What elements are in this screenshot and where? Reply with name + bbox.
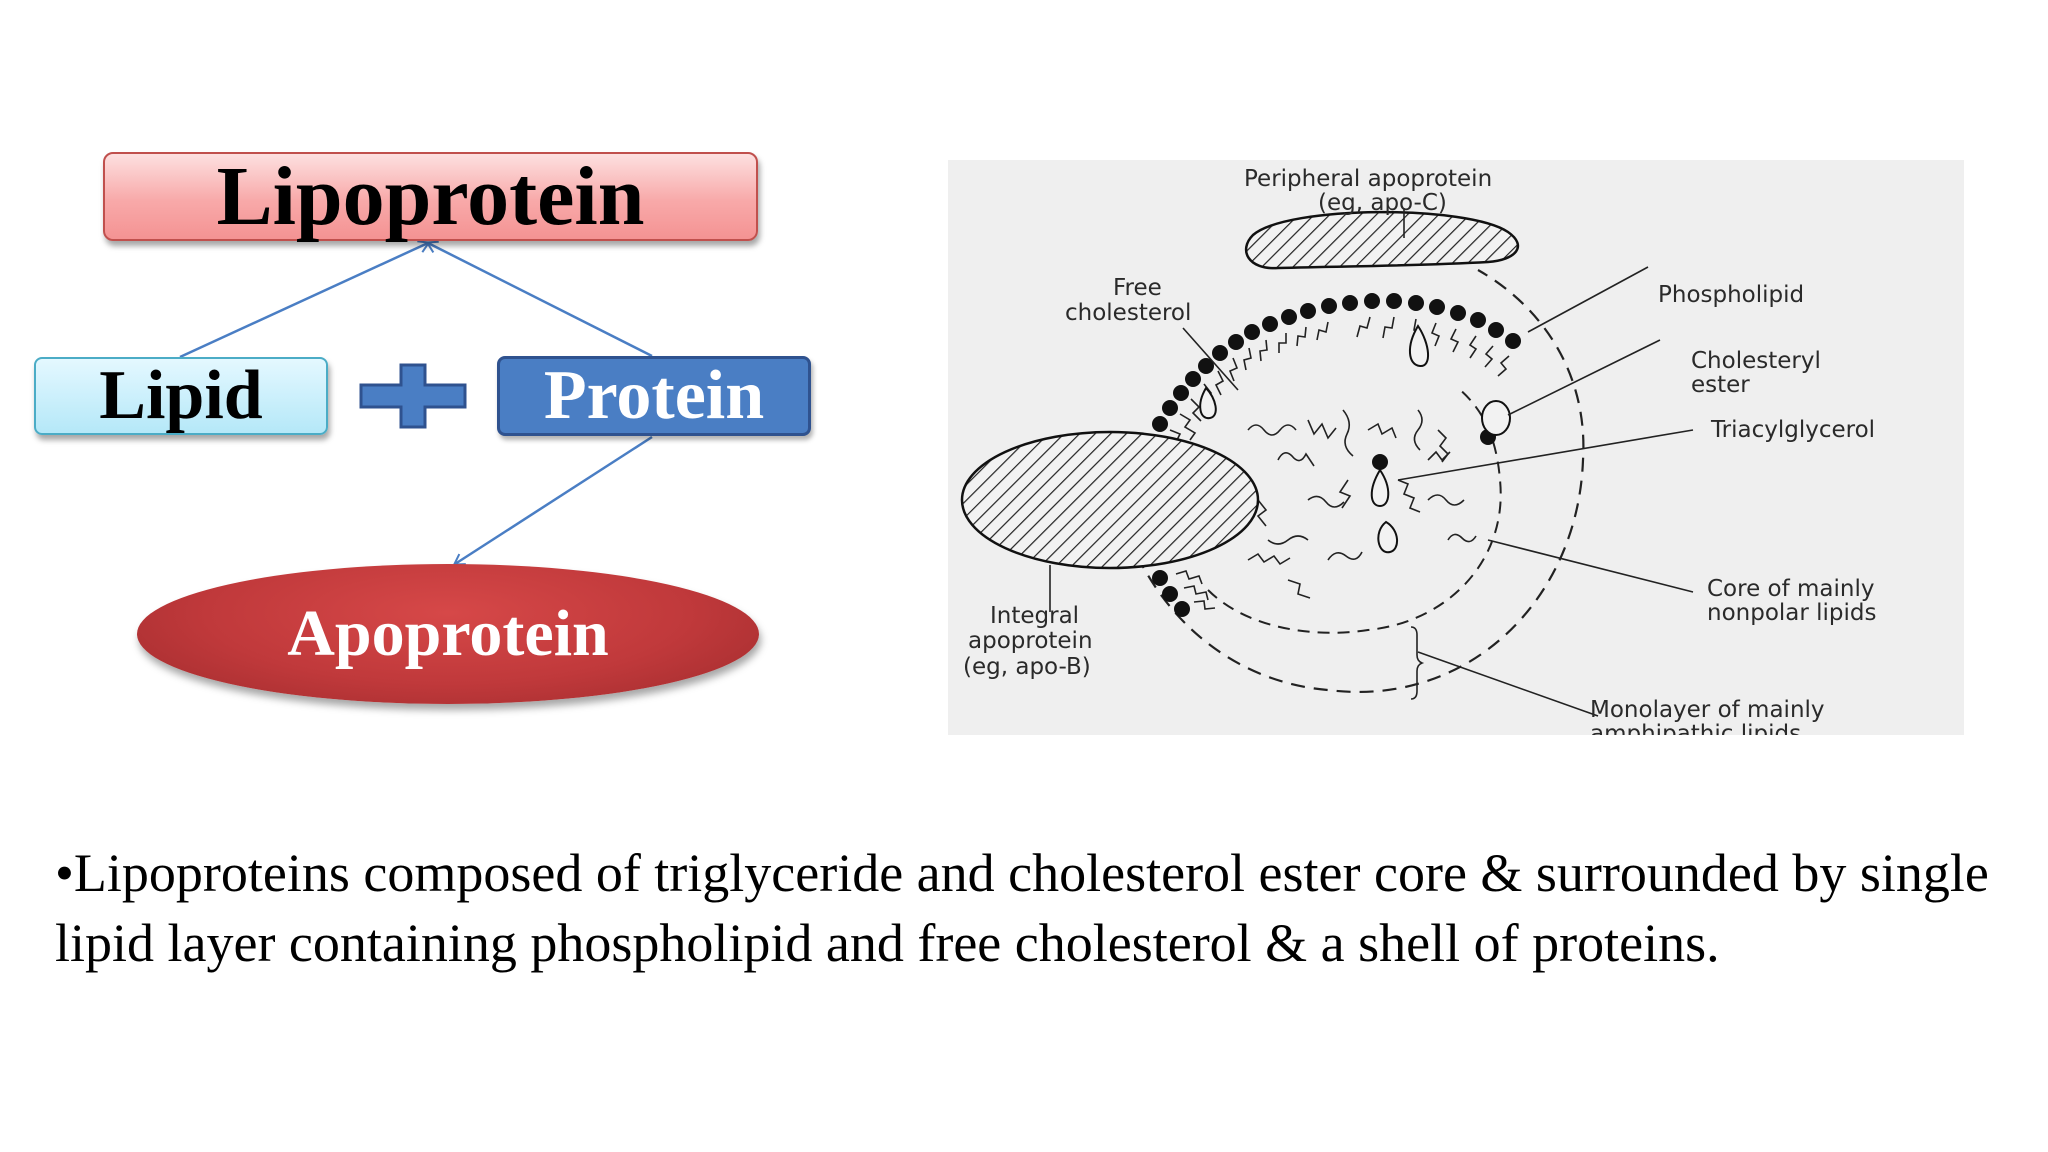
peripheral-apoprotein-shape (1244, 210, 1520, 270)
plus-icon (359, 363, 467, 429)
outer-dashed-shell (1106, 269, 1585, 693)
arrow-protein-to-apoprotein (452, 435, 653, 566)
leader-lines (1049, 208, 1694, 717)
concept-arrows (179, 240, 653, 566)
label-integral-2: apoprotein (968, 628, 1093, 654)
label-free-cholesterol-1: Free (1113, 275, 1162, 301)
apoprotein-ellipse: Apoprotein (137, 564, 759, 704)
free-cholesterol-droplets (1199, 324, 1429, 554)
label-peripheral-apoprotein: Peripheral apoprotein (1244, 166, 1493, 192)
label-phospholipid: Phospholipid (1658, 282, 1805, 308)
phospholipid-tails (1169, 316, 1510, 610)
structure-drawing (960, 208, 1694, 717)
cholesteryl-ester-droplet (1481, 400, 1511, 436)
lipid-box: Lipid (34, 357, 328, 435)
label-integral-1: Integral (990, 603, 1080, 629)
bullet-text: •Lipoproteins composed of triglyceride a… (55, 843, 1989, 973)
label-peripheral-apoprotein-eg: (eg, apo-C) (1318, 190, 1447, 216)
protein-label: Protein (543, 357, 765, 434)
label-core-1: Core of mainly (1707, 576, 1875, 602)
lipoprotein-label: Lipoprotein (216, 150, 645, 243)
apoprotein-label: Apoprotein (287, 597, 609, 670)
arrow-lipid-to-lipoprotein (179, 240, 431, 359)
lipoprotein-box: Lipoprotein (103, 150, 758, 243)
lipoprotein-structure-diagram: Peripheral apoprotein (eg, apo-C) Free c… (948, 160, 1964, 735)
label-monolayer-1: Monolayer of mainly (1590, 697, 1825, 723)
core-lipid-chains (1217, 409, 1477, 599)
phospholipid-heads (1152, 293, 1521, 617)
label-free-cholesterol-2: cholesterol (1065, 300, 1192, 326)
label-integral-3: (eg, apo-B) (963, 654, 1091, 680)
arrow-protein-to-lipoprotein (425, 240, 653, 358)
integral-apoprotein-shape (960, 430, 1260, 570)
label-cholesteryl-ester-2: ester (1691, 372, 1750, 398)
protein-box: Protein (497, 356, 811, 436)
label-cholesteryl-ester-1: Cholesteryl (1691, 348, 1821, 374)
label-core-2: nonpolar lipids (1707, 600, 1877, 626)
label-triacylglycerol: Triacylglycerol (1711, 417, 1876, 443)
label-monolayer-2: amphipathic lipids (1590, 721, 1802, 735)
lipid-label: Lipid (99, 357, 263, 434)
